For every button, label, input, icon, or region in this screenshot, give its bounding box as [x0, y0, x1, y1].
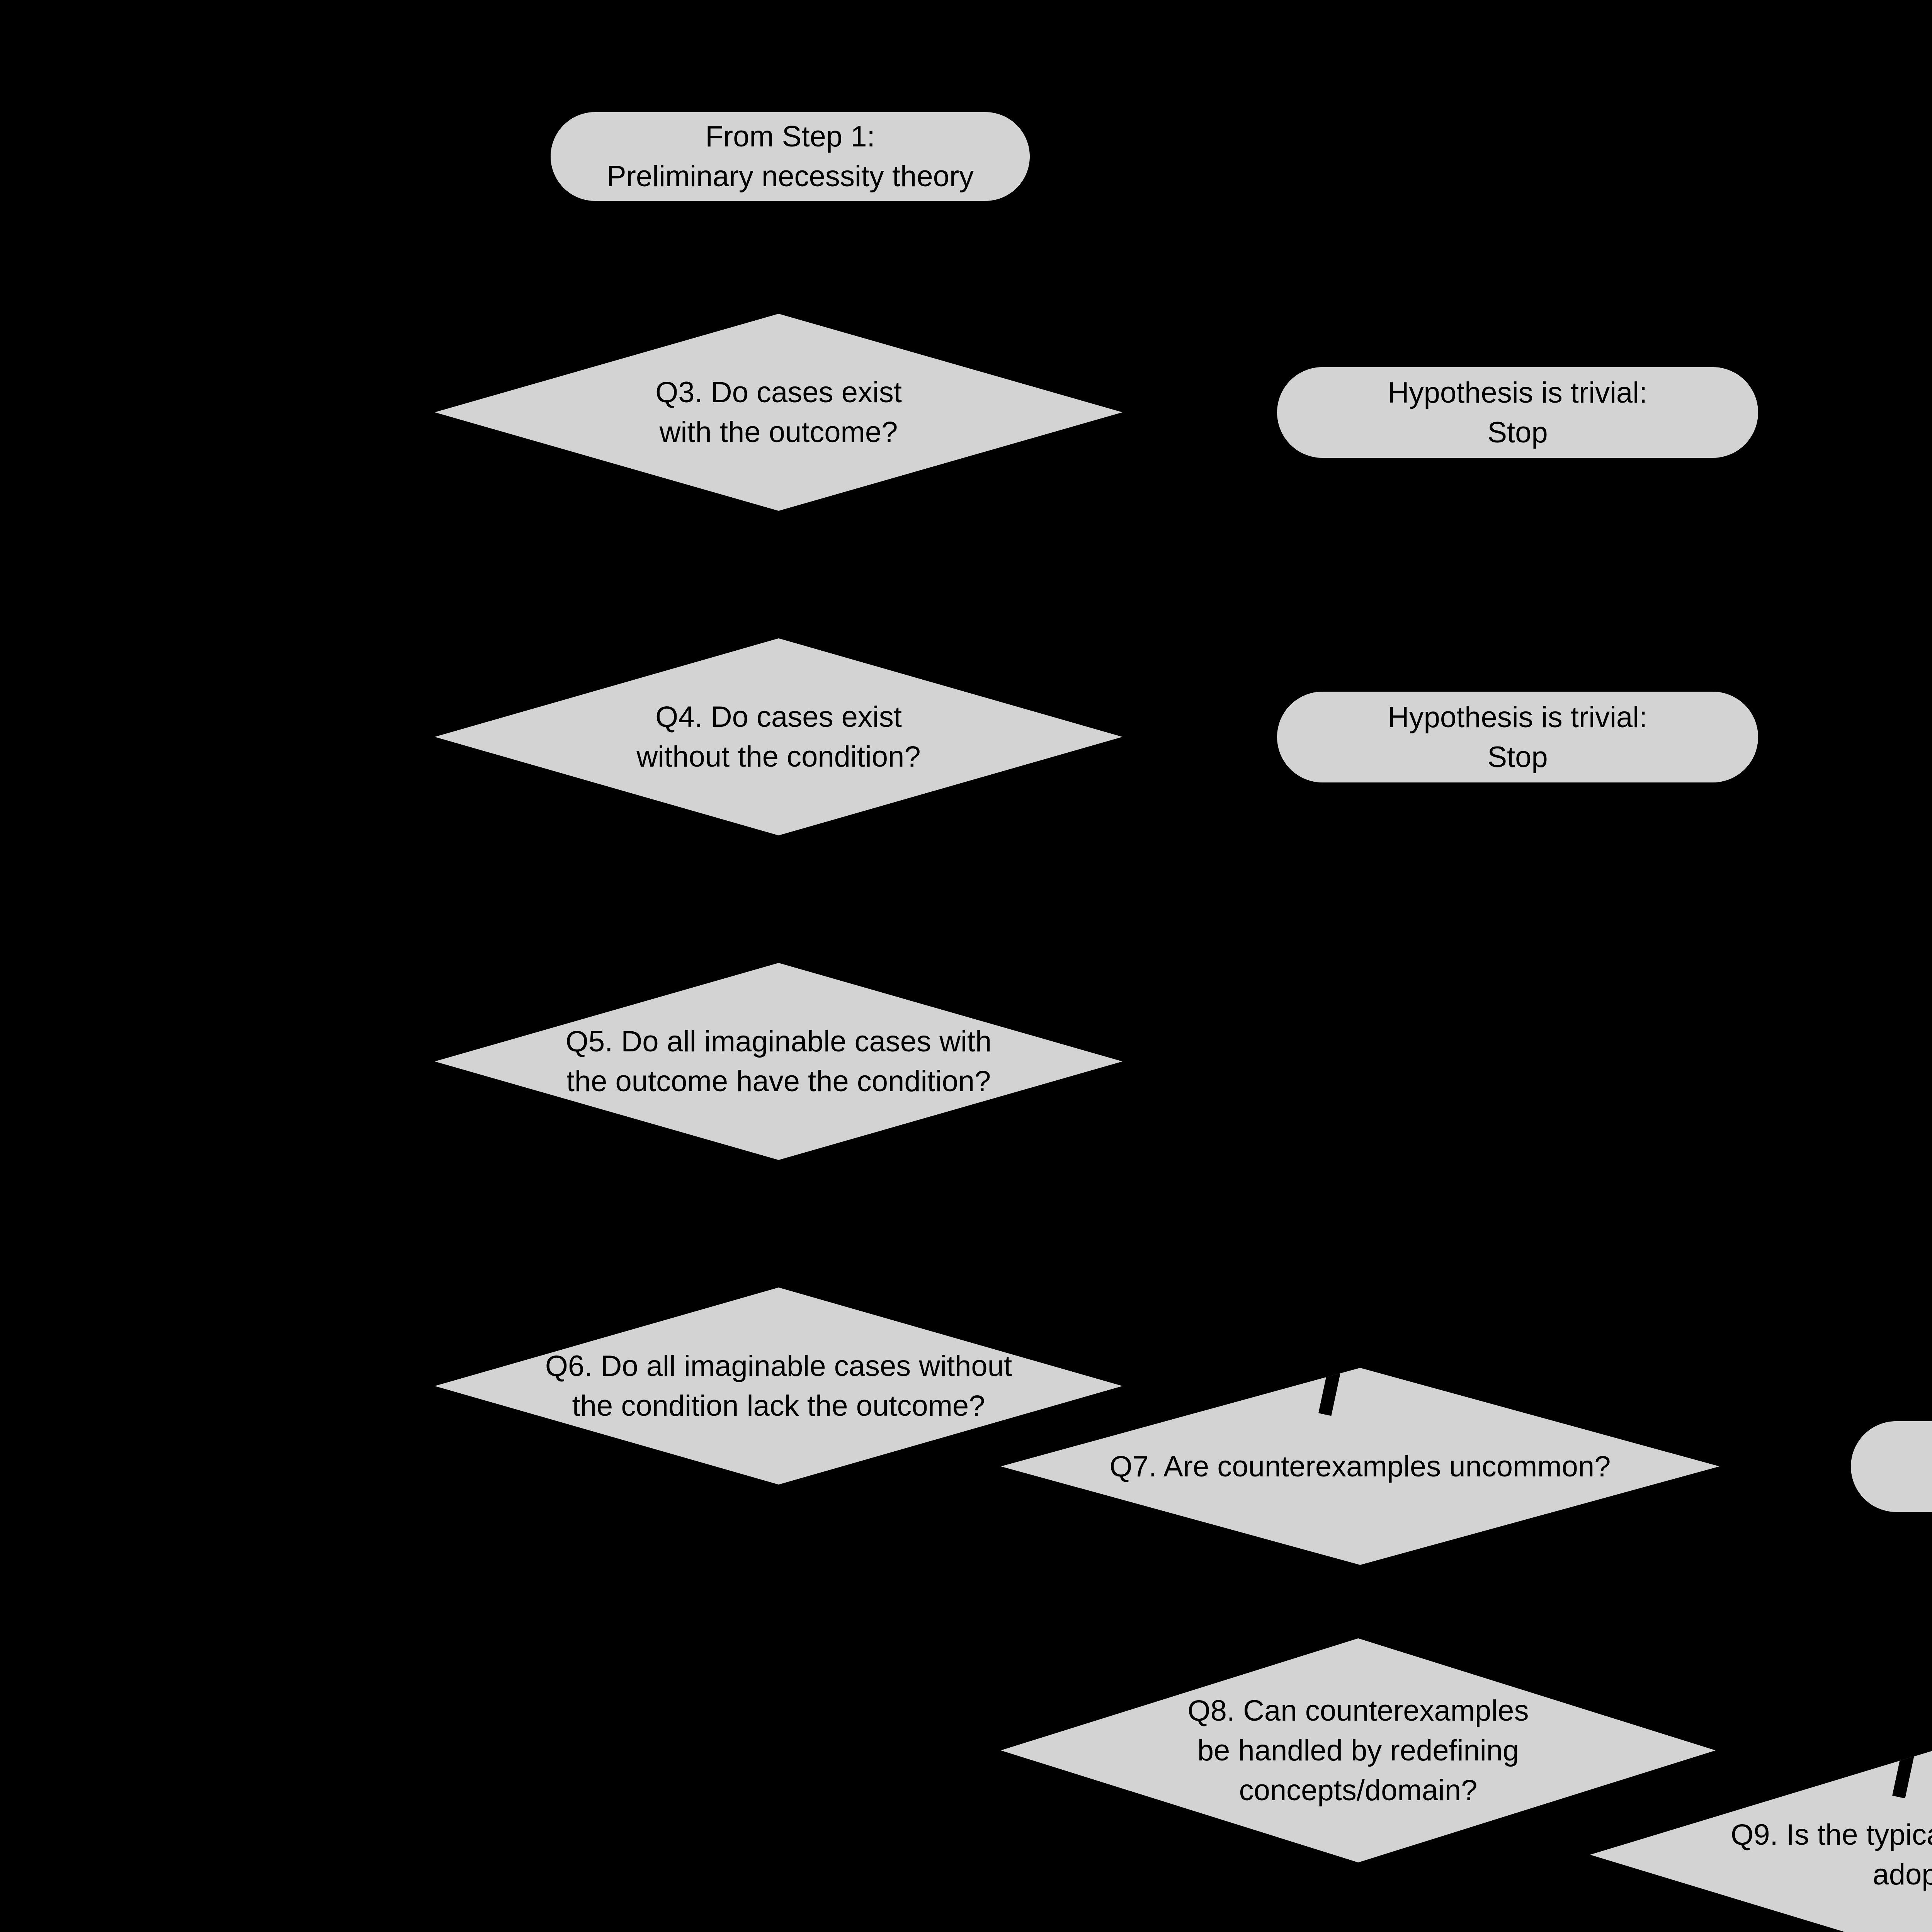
- node-text-line: From Step 1:: [705, 120, 875, 153]
- q6-decision-diamond: Q6. Do all imaginable cases without the …: [435, 1287, 1122, 1485]
- q4-decision-diamond: Q4. Do cases exist without the condition…: [435, 638, 1122, 835]
- q8-decision-diamond: Q8. Can counterexamples be handled by re…: [1001, 1638, 1716, 1862]
- node-text-line: Q7. Are counterexamples uncommon?: [1109, 1450, 1611, 1483]
- node-text-line: without the condition?: [636, 740, 921, 773]
- node-text-line: adopted?: [1872, 1858, 1932, 1891]
- q9-decision-diamond: Q9. Is the typicality perspective adopte…: [1590, 1750, 1932, 1932]
- node-text-line: the outcome have the condition?: [566, 1065, 991, 1098]
- node-text-line: concepts/domain?: [1239, 1774, 1478, 1807]
- node-text-line: Preliminary necessity theory: [606, 160, 974, 193]
- node-text-line: Hypothesis is trivial:: [1388, 701, 1648, 734]
- q7-decision-diamond: Q7. Are counterexamples uncommon?: [1001, 1368, 1719, 1565]
- trivial-stop-terminator-node-2: Hypothesis is trivial: Stop: [1277, 692, 1758, 782]
- q5-decision-diamond: Q5. Do all imaginable cases with the out…: [435, 963, 1122, 1160]
- node-text-line: Q3. Do cases exist: [655, 376, 902, 409]
- node-text-line: Stop: [1487, 416, 1548, 449]
- trivial-stop-terminator-node-1: Hypothesis is trivial: Stop: [1277, 367, 1758, 458]
- node-text-line: be handled by redefining: [1197, 1734, 1519, 1767]
- incoming-arrowhead-notch: [1318, 1368, 1341, 1416]
- incoming-arrowhead-notch: [1892, 1751, 1915, 1799]
- node-text-line: Q5. Do all imaginable cases with: [565, 1025, 992, 1058]
- node-text-line: the condition lack the outcome?: [572, 1389, 985, 1422]
- node-text-line: Stop: [1487, 740, 1548, 774]
- node-text-line: Q4. Do cases exist: [655, 701, 902, 733]
- node-text-line: with the outcome?: [659, 416, 898, 449]
- start-terminator-node: From Step 1: Preliminary necessity theor…: [551, 112, 1030, 201]
- node-text-line: Q6. Do all imaginable cases without: [545, 1350, 1012, 1383]
- node-text-line: Q8. Can counterexamples: [1187, 1694, 1529, 1727]
- node-text-line: Q9. Is the typicality perspective: [1731, 1818, 1932, 1851]
- node-text-line: Hypothesis is trivial:: [1388, 376, 1648, 409]
- q3-decision-diamond: Q3. Do cases exist with the outcome?: [435, 314, 1122, 511]
- rejected-stop-terminator-node: Hypothesis rejected: Stop: [1851, 1421, 1932, 1512]
